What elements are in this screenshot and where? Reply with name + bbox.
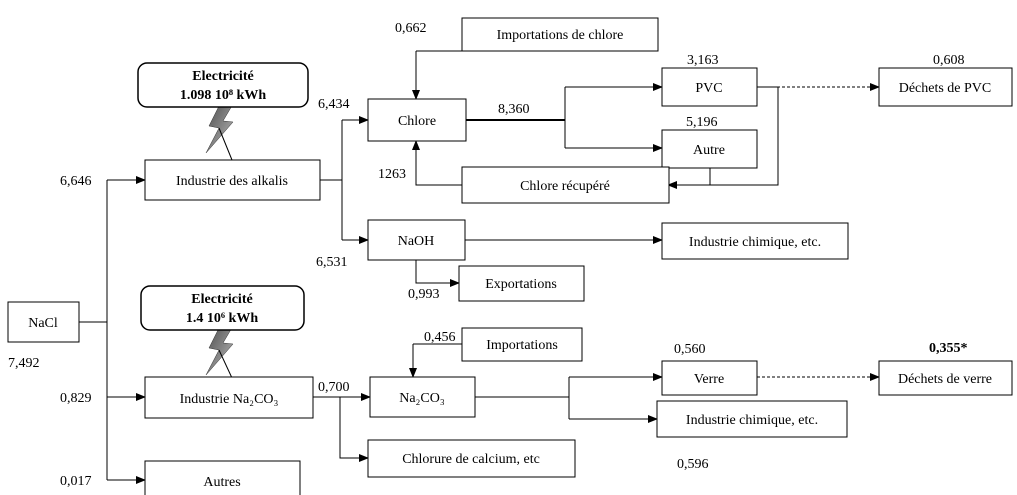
electricity-alkalis-title: Electricité	[192, 69, 253, 84]
chlore-recupere-label: Chlore récupéré	[520, 179, 610, 194]
bolt-alkalis-line	[218, 127, 233, 161]
industrie-chimique-na2co3-label: Industrie chimique, etc.	[686, 413, 818, 428]
dechets-pvc-label: Déchets de PVC	[899, 81, 992, 96]
flow-pvc-waste: 0,608	[933, 53, 965, 68]
alkalis-box	[144, 159, 321, 201]
na2co3-industry-box	[144, 376, 314, 419]
nacl-label: NaCl	[28, 316, 58, 331]
nacl-box	[7, 301, 80, 343]
flow-to-alkalis: 6,646	[60, 174, 92, 189]
node-boxes	[7, 17, 1013, 495]
electricity-na2co3-value: 1.4 10⁶ kWh	[186, 311, 258, 326]
arrow-naoh-to-exports	[415, 260, 460, 287]
naoh-box	[367, 219, 466, 261]
arrow-recovered-to-chlore	[412, 140, 462, 186]
alkalis-label: Industrie des alkalis	[176, 174, 288, 189]
arrow-to-chlorure-calcium	[339, 397, 369, 462]
electricity-alkalis-value: 1.098 10⁸ kWh	[180, 88, 266, 103]
importations-chlore-label: Importations de chlore	[497, 28, 624, 43]
chlorure-calcium-box	[367, 439, 576, 478]
naoh-label: NaOH	[398, 234, 435, 249]
pvc-recovery-line	[679, 86, 779, 186]
autre-box	[661, 129, 758, 169]
flow-na2co3-imports: 0,456	[424, 330, 456, 345]
industrie-chimique-na2co3-box	[656, 400, 848, 438]
chlore-box	[367, 98, 467, 142]
industrie-chimique-naoh-label: Industrie chimique, etc.	[689, 235, 821, 250]
flow-chlore-out: 8,360	[498, 102, 530, 117]
flow-to-chlore: 6,434	[318, 97, 350, 112]
exportations-box	[458, 265, 585, 302]
flow-to-autres: 0,017	[60, 474, 92, 489]
flow-to-na2co3-industry: 0,829	[60, 391, 92, 406]
autres-label: Autres	[203, 475, 240, 490]
flow-naoh-exports: 0,993	[408, 287, 440, 302]
na2co3-industry-label: Industrie Na₂CO₃	[180, 392, 279, 407]
flow-nacl-total: 7,492	[8, 356, 40, 371]
flow-values: 7,492 6,646 0,829 0,017 6,434 6,531 0,66…	[8, 21, 968, 489]
autre-label: Autre	[693, 143, 725, 158]
electricity-na2co3-box	[140, 285, 305, 331]
bolt-na2co3-line	[218, 349, 233, 379]
autres-box	[144, 460, 301, 495]
flow-na2co3-chem: 0,596	[677, 457, 709, 472]
flow-verre-waste: 0,355*	[929, 341, 968, 356]
flow-chlore-imports: 0,662	[395, 21, 427, 36]
chlore-recupere-box	[461, 166, 670, 204]
chlorure-calcium-label: Chlorure de calcium, etc	[402, 452, 540, 467]
dechets-verre-label: Déchets de verre	[898, 372, 992, 387]
flow-lines	[79, 50, 880, 484]
dechets-pvc-box	[878, 67, 1013, 107]
electricity-bolts	[205, 103, 234, 379]
dechets-verre-box	[878, 360, 1013, 396]
industrie-chimique-naoh-box	[661, 222, 849, 260]
flow-pvc: 3,163	[687, 53, 719, 68]
flow-na2co3-prod: 0,700	[318, 380, 350, 395]
electricity-na2co3-title: Electricité	[191, 292, 252, 307]
pvc-box	[661, 67, 758, 107]
verre-label: Verre	[694, 372, 724, 387]
node-labels: NaCl Industrie des alkalis Industrie Na₂…	[28, 28, 992, 490]
pvc-label: PVC	[695, 81, 722, 96]
flow-chlore-recovered: 1263	[378, 167, 406, 182]
importations-box	[461, 327, 583, 362]
flow-to-naoh: 6,531	[316, 255, 348, 270]
exportations-label: Exportations	[485, 277, 557, 292]
importations-label: Importations	[486, 338, 558, 353]
na2co3-label: Na₂CO₃	[399, 391, 445, 406]
importations-chlore-box	[461, 17, 659, 52]
flow-autre: 5,196	[686, 115, 718, 130]
electricity-alkalis-box	[137, 62, 309, 108]
chlore-label: Chlore	[398, 114, 436, 129]
verre-box	[661, 360, 758, 396]
flow-verre: 0,560	[674, 342, 706, 357]
na2co3-box	[369, 376, 476, 418]
